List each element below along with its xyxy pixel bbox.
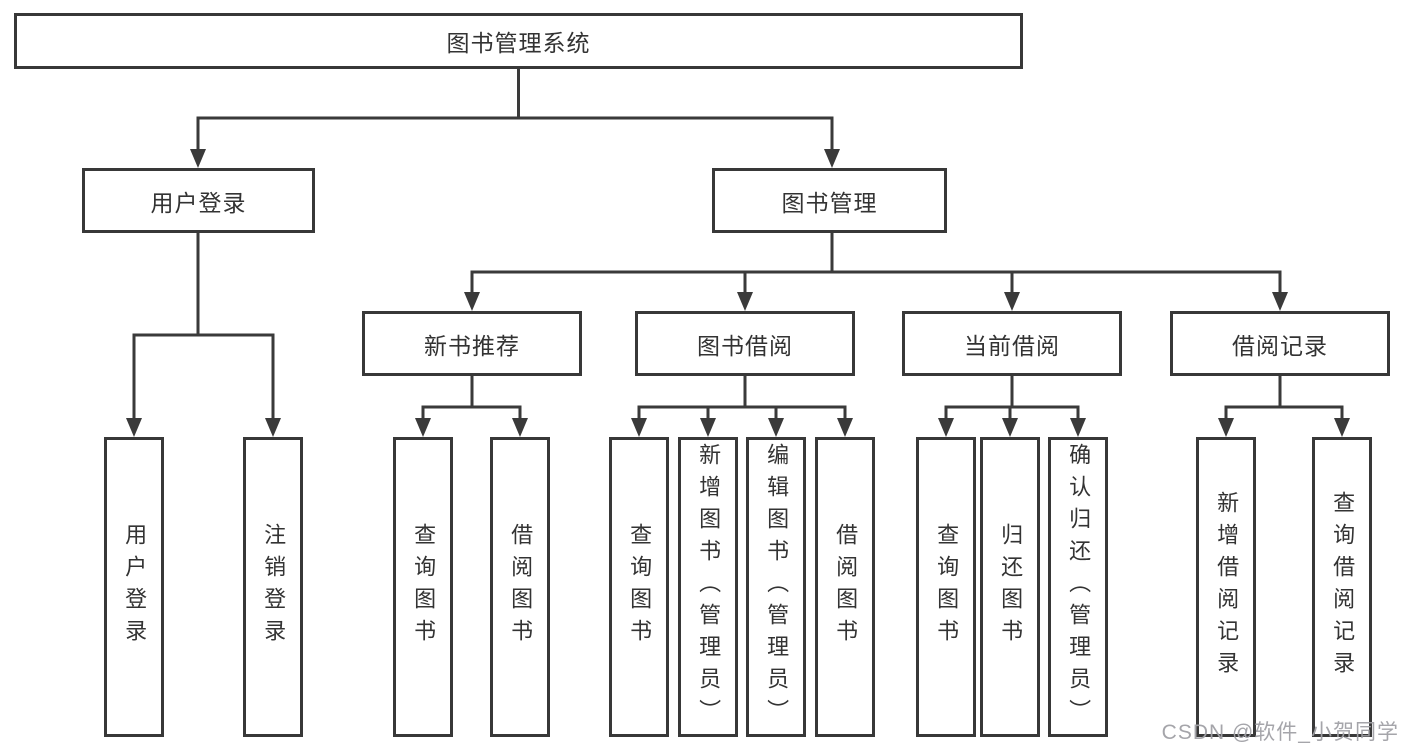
- arrowhead-icon: [464, 292, 480, 311]
- arrowhead-icon: [1004, 292, 1020, 311]
- leaf-borrow-edit-books-admin: 编辑图书（管理员）: [746, 437, 806, 737]
- leaf-newbooks-query-books: 查询图书: [393, 437, 453, 737]
- csdn-watermark: CSDN @软件_小贺同学: [1161, 721, 1399, 744]
- leaf-current-confirm-return-admin: 确认归还（管理员）: [1048, 437, 1108, 737]
- arrowhead-icon: [1272, 292, 1288, 311]
- arrowhead-icon: [1218, 418, 1234, 437]
- leaf-borrow-add-books-admin: 新增图书（管理员）: [678, 437, 738, 737]
- arrowhead-icon: [631, 418, 647, 437]
- arrowhead-icon: [768, 418, 784, 437]
- arrowhead-icon: [837, 418, 853, 437]
- arrowhead-icon: [265, 418, 281, 437]
- node-root-system: 图书管理系统: [14, 13, 1023, 69]
- leaf-user-login: 用户登录: [104, 437, 164, 737]
- arrowhead-icon: [824, 149, 840, 168]
- leaf-logout: 注销登录: [243, 437, 303, 737]
- leaf-records-add-record: 新增借阅记录: [1196, 437, 1256, 737]
- arrowhead-icon: [415, 418, 431, 437]
- leaf-newbooks-borrow-books: 借阅图书: [490, 437, 550, 737]
- node-borrow-records: 借阅记录: [1170, 311, 1390, 376]
- arrowhead-icon: [126, 418, 142, 437]
- node-book-management: 图书管理: [712, 168, 947, 233]
- arrowhead-icon: [1334, 418, 1350, 437]
- leaf-borrow-borrow-books: 借阅图书: [815, 437, 875, 737]
- arrowhead-icon: [512, 418, 528, 437]
- arrowhead-icon: [938, 418, 954, 437]
- arrowhead-icon: [700, 418, 716, 437]
- arrowhead-icon: [1070, 418, 1086, 437]
- node-new-book-recommend: 新书推荐: [362, 311, 582, 376]
- leaf-records-query-record: 查询借阅记录: [1312, 437, 1372, 737]
- leaf-current-return-books: 归还图书: [980, 437, 1040, 737]
- arrowhead-icon: [190, 149, 206, 168]
- arrowhead-icon: [737, 292, 753, 311]
- leaf-borrow-query-books: 查询图书: [609, 437, 669, 737]
- leaf-current-query-books: 查询图书: [916, 437, 976, 737]
- arrowhead-icon: [1002, 418, 1018, 437]
- node-book-borrow: 图书借阅: [635, 311, 855, 376]
- node-user-login: 用户登录: [82, 168, 315, 233]
- node-current-borrow: 当前借阅: [902, 311, 1122, 376]
